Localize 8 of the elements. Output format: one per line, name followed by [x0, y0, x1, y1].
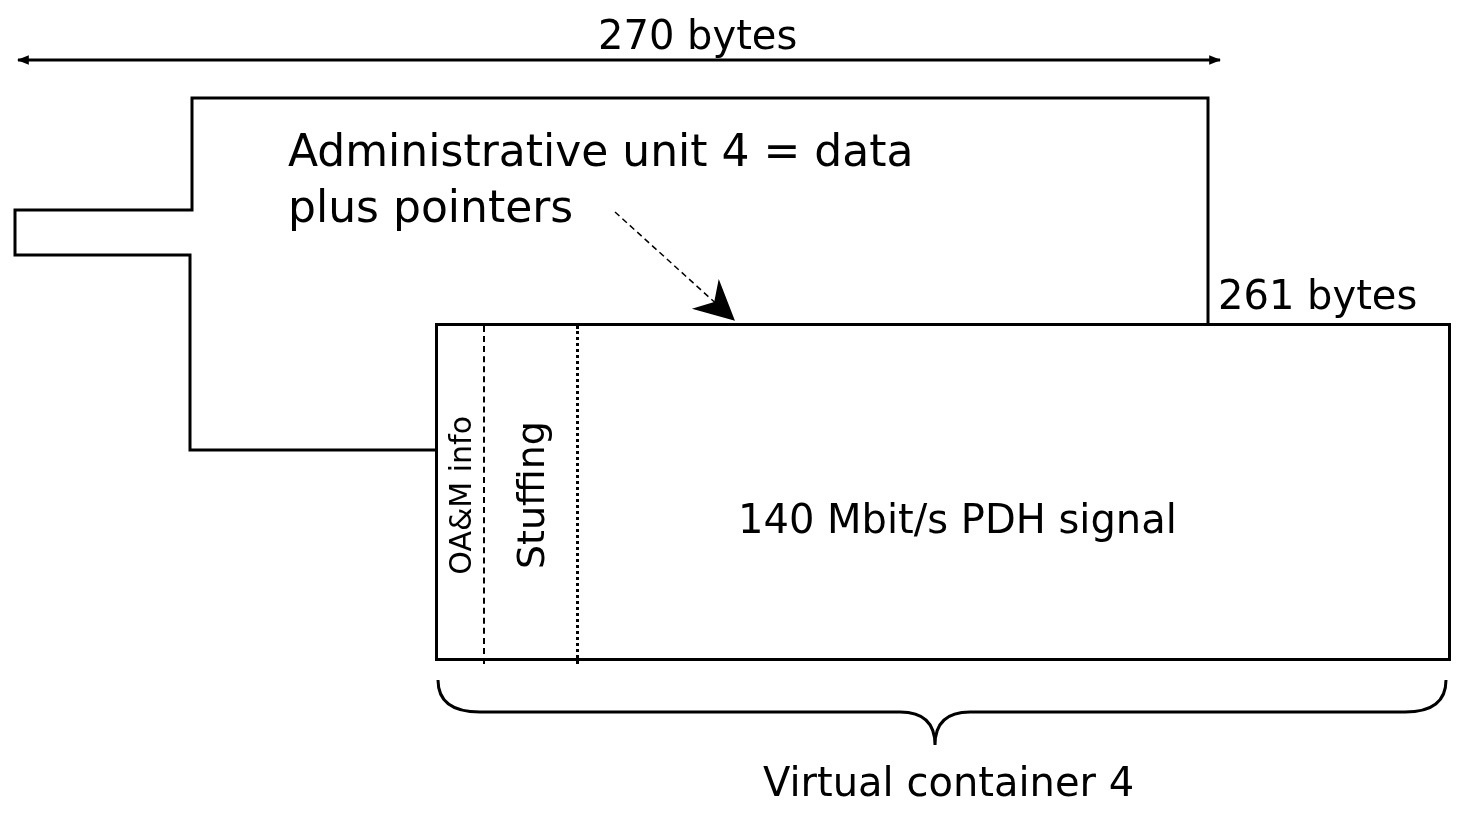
frame-title: Administrative unit 4 = data plus pointers	[288, 124, 915, 234]
column-label: Stuffing	[508, 420, 553, 570]
leader-arrow	[614, 211, 735, 321]
dimension-label: 261 bytes	[1218, 272, 1418, 318]
signal-label: 140 Mbit/s PDH signal	[738, 496, 1177, 542]
dimension-label: 270 bytes	[598, 12, 798, 58]
bracket-label: Virtual container 4	[763, 759, 1135, 805]
column-label: OA&M info	[443, 415, 478, 575]
